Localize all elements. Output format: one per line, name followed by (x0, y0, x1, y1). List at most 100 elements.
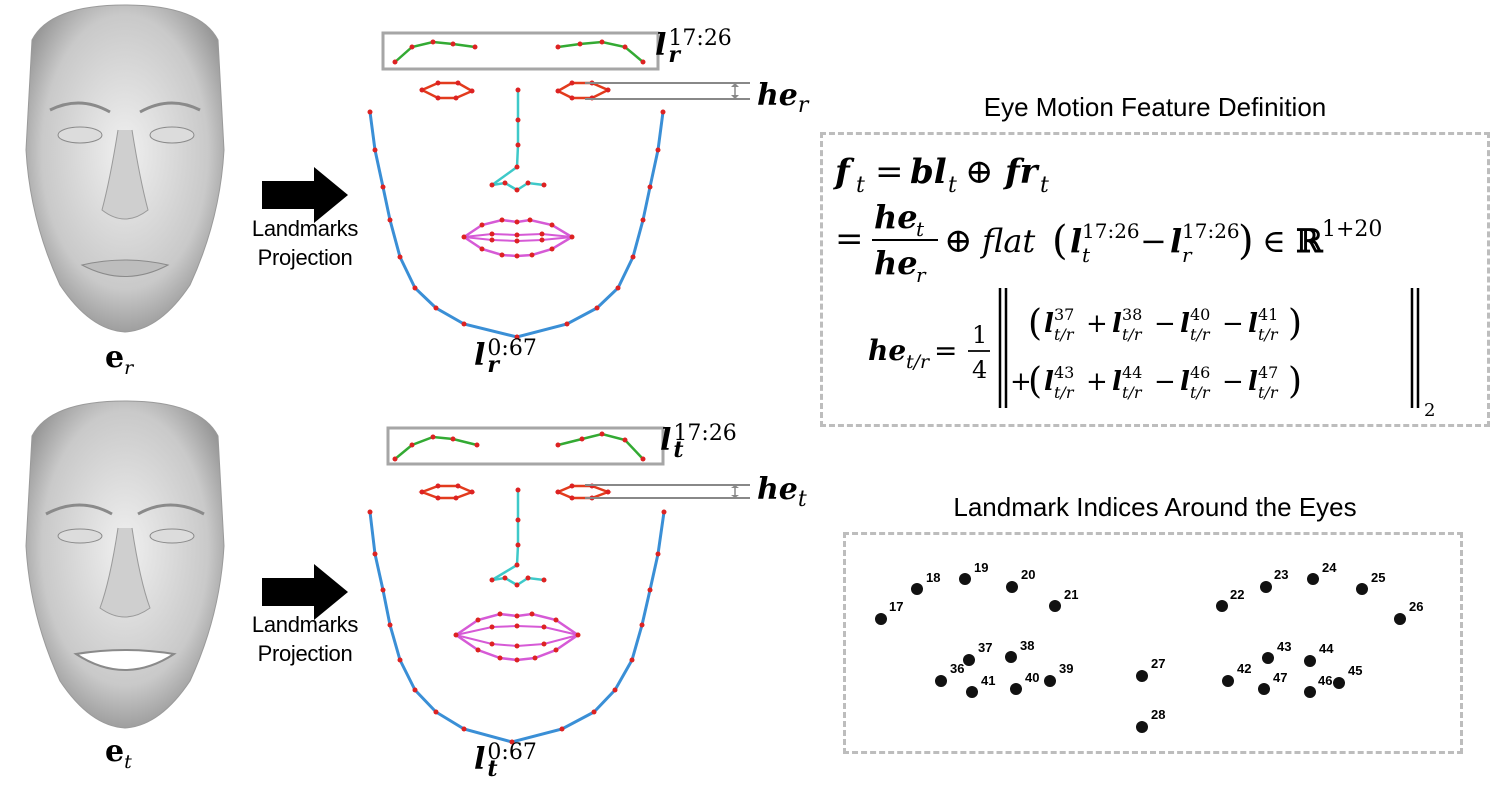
svg-text:17:26: 17:26 (1082, 219, 1140, 243)
landmark-label-36: 36 (950, 661, 965, 676)
svg-text:t: t (948, 173, 957, 198)
reference-face-render (25, 4, 225, 333)
svg-text:t/r: t/r (906, 351, 931, 373)
svg-text:ℝ: ℝ (1296, 222, 1324, 260)
reference-landmarks (367, 31, 750, 340)
landmark-label-17: 17 (889, 599, 904, 614)
svg-text:): ) (1238, 218, 1254, 264)
svg-text:t: t (856, 173, 865, 198)
landmark-dot-23 (1260, 581, 1272, 593)
svg-text:t: t (1082, 243, 1091, 267)
svg-text:r: r (1182, 243, 1193, 267)
landmark-dot-25 (1356, 583, 1368, 595)
svg-text:4: 4 (972, 356, 987, 384)
svg-text:∈: ∈ (1262, 222, 1286, 260)
svg-text:l: l (1112, 367, 1122, 397)
target-landmarks (367, 426, 750, 745)
landmark-label-20: 20 (1021, 567, 1036, 582)
svg-text:=: = (875, 152, 904, 192)
svg-text:(: ( (1028, 303, 1042, 344)
svg-text:=: = (934, 334, 957, 367)
svg-text:−: − (1154, 309, 1176, 339)
svg-text:t/r: t/r (1258, 325, 1279, 344)
svg-text:l: l (1170, 222, 1182, 260)
landmark-label-22: 22 (1230, 587, 1245, 602)
landmark-dot-39 (1044, 675, 1056, 687)
svg-text:t/r: t/r (1190, 325, 1211, 344)
svg-text:he: he (868, 334, 906, 367)
svg-text:−: − (1222, 367, 1244, 397)
svg-text:37: 37 (1054, 305, 1074, 324)
svg-text:t/r: t/r (1054, 325, 1075, 344)
landmark-label-39: 39 (1059, 661, 1074, 676)
svg-text:t/r: t/r (1190, 383, 1211, 402)
svg-text:): ) (1288, 361, 1302, 402)
svg-text:t/r: t/r (1054, 383, 1075, 402)
brow-box-ref (381, 31, 660, 71)
svg-text:l: l (1180, 309, 1190, 339)
landmark-dot-42 (1222, 675, 1234, 687)
svg-text:−: − (1154, 367, 1176, 397)
landmark-dot-18 (911, 583, 923, 595)
landmark-dot-21 (1049, 600, 1061, 612)
indices-panel-title: Landmark Indices Around the Eyes (953, 492, 1357, 522)
landmark-label-25: 25 (1371, 570, 1386, 585)
svg-text:1+20: 1+20 (1322, 217, 1382, 242)
svg-text:l: l (1248, 367, 1258, 397)
landmark-label-42: 42 (1237, 661, 1252, 676)
svg-text:1: 1 (972, 321, 987, 349)
landmark-dot-37 (963, 654, 975, 666)
landmark-dot-43 (1262, 652, 1274, 664)
landmark-dot-36 (935, 675, 947, 687)
landmark-label-19: 19 (974, 560, 989, 575)
svg-text:he: he (874, 244, 918, 282)
svg-text:he: he (874, 198, 918, 236)
landmark-label-37: 37 (978, 640, 993, 655)
target-face-render (25, 400, 225, 729)
svg-text:17:26: 17:26 (1182, 219, 1240, 243)
svg-text:46: 46 (1190, 363, 1210, 382)
brow-box-tgt (386, 426, 665, 466)
svg-text:38: 38 (1122, 305, 1142, 324)
svg-text:⊕: ⊕ (965, 152, 994, 192)
svg-text:l: l (1070, 222, 1082, 260)
indices-panel-box (843, 532, 1463, 754)
landmark-dot-40 (1010, 683, 1022, 695)
svg-text:r: r (916, 263, 927, 287)
svg-text:l: l (1044, 309, 1054, 339)
svg-text:l: l (1248, 309, 1258, 339)
landmark-label-41: 41 (981, 673, 996, 688)
svg-text:l: l (1044, 367, 1054, 397)
svg-text:t/r: t/r (1122, 383, 1143, 402)
landmark-dot-17 (875, 613, 887, 625)
svg-text:(: ( (1052, 218, 1068, 264)
landmark-label-18: 18 (926, 570, 941, 585)
svg-text:47: 47 (1258, 363, 1278, 382)
svg-text:−: − (1222, 309, 1244, 339)
landmark-label-28: 28 (1151, 707, 1166, 722)
projection-arrow-bottom (262, 564, 348, 620)
svg-text:l: l (1180, 367, 1190, 397)
feature-panel-title: Eye Motion Feature Definition (983, 92, 1327, 122)
face-tgt-label: et (105, 734, 132, 773)
svg-text:43: 43 (1054, 363, 1074, 382)
svg-text:t: t (916, 217, 925, 241)
landmark-dot-27 (1136, 670, 1148, 682)
landmark-label-24: 24 (1322, 560, 1337, 575)
landmark-dot-28 (1136, 721, 1148, 733)
landmark-dot-19 (959, 573, 971, 585)
svg-text:44: 44 (1122, 363, 1142, 382)
svg-text:bl: bl (910, 152, 947, 192)
svg-text:−: − (1140, 222, 1167, 260)
landmark-dot-41 (966, 686, 978, 698)
landmark-label-43: 43 (1277, 639, 1292, 654)
landmark-label-40: 40 (1025, 670, 1040, 685)
feature-panel-box (820, 132, 1490, 427)
svg-text:41: 41 (1258, 305, 1278, 324)
